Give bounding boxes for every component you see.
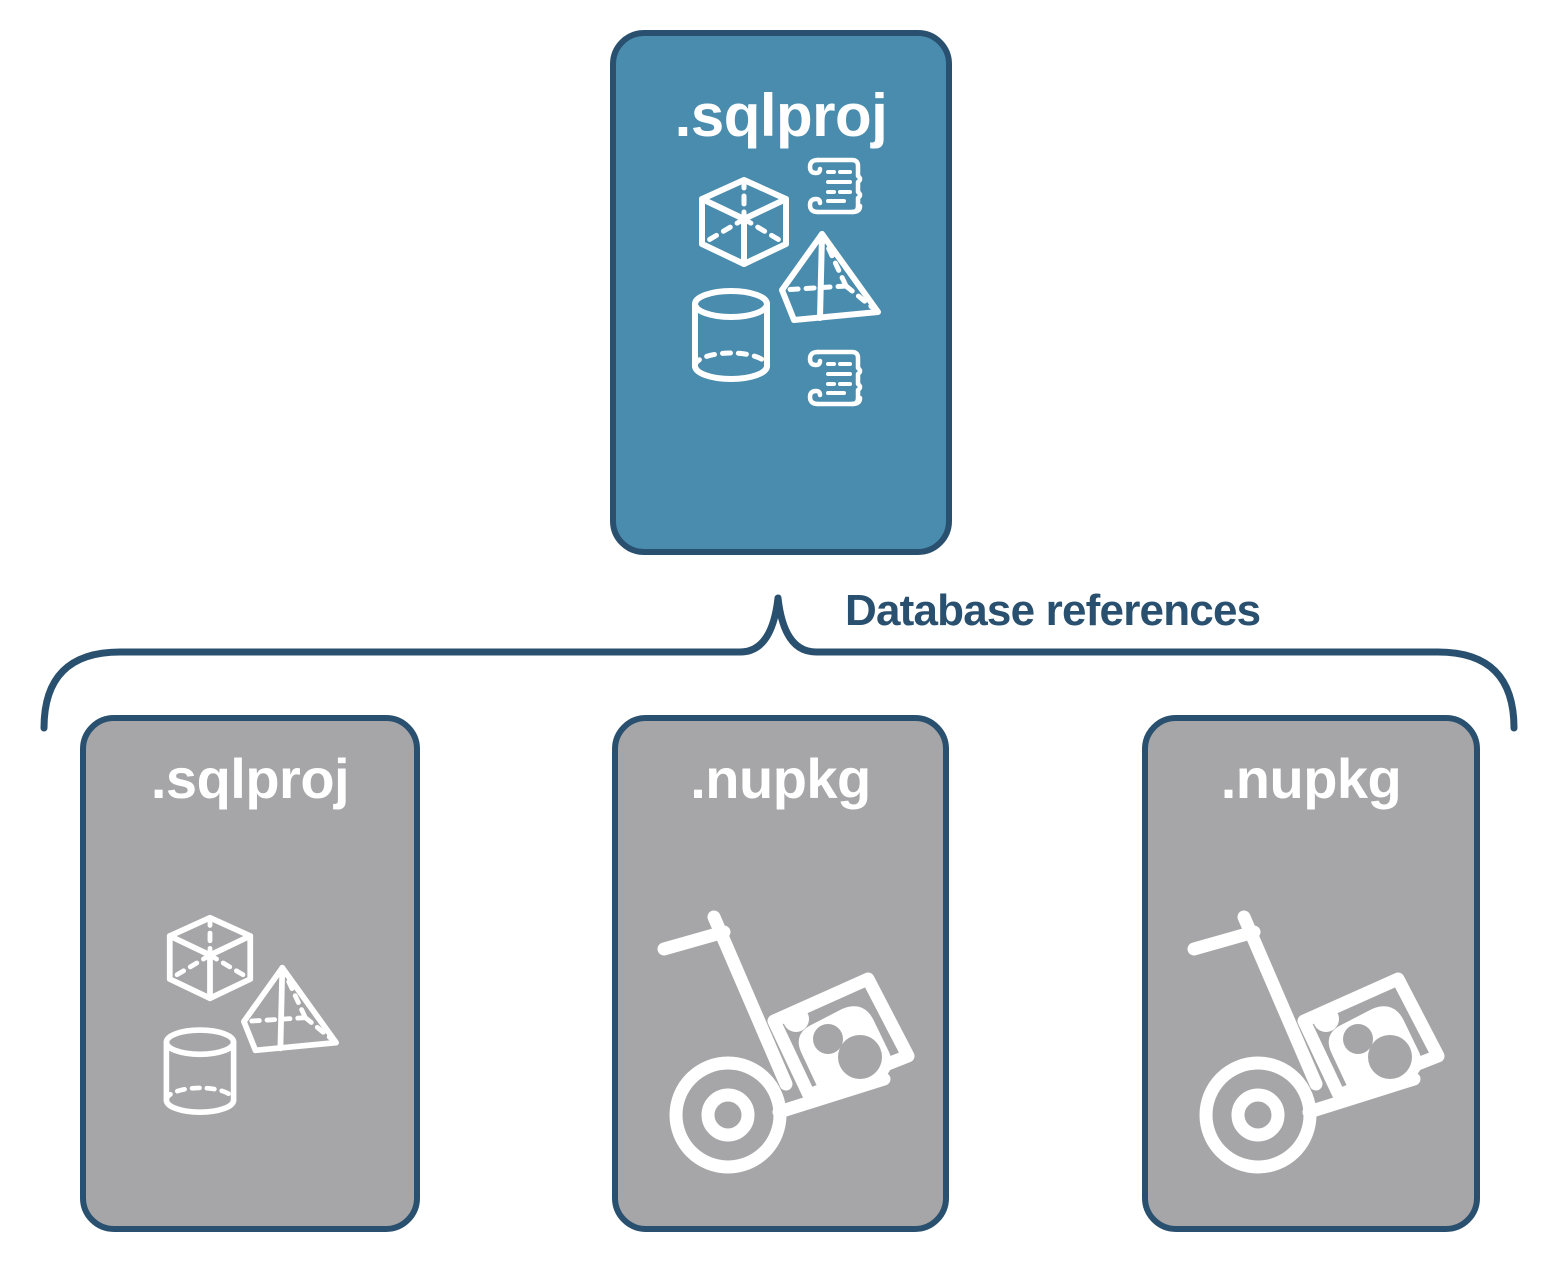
- node-reference-nupkg[interactable]: .nupkg: [1142, 715, 1480, 1232]
- node-root-icon-area: [616, 146, 946, 549]
- database-references-label: Database references: [845, 586, 1261, 635]
- node-reference-icon-area: [1148, 807, 1474, 1226]
- scroll-icon: [807, 157, 863, 215]
- cube-icon: [166, 914, 254, 1002]
- node-root-sqlproj[interactable]: .sqlproj: [610, 30, 952, 555]
- node-reference-label: .nupkg: [1220, 747, 1402, 810]
- pyramid-icon: [779, 231, 881, 323]
- hand-truck-package-icon: [657, 910, 915, 1174]
- node-reference-icon-area: [86, 807, 414, 1226]
- scroll-icon: [807, 349, 863, 407]
- node-root-label: .sqlproj: [674, 82, 888, 149]
- cube-icon: [699, 177, 789, 267]
- node-reference-label: .nupkg: [690, 747, 871, 810]
- pyramid-icon: [241, 964, 339, 1054]
- node-reference-icon-area: [618, 807, 943, 1226]
- cylinder-icon: [692, 288, 770, 382]
- node-reference-label: .sqlproj: [150, 747, 350, 810]
- node-reference-sqlproj[interactable]: .sqlproj: [80, 715, 420, 1232]
- hand-truck-package-icon: [1187, 910, 1445, 1174]
- cylinder-icon: [163, 1027, 237, 1115]
- node-reference-nupkg[interactable]: .nupkg: [612, 715, 949, 1232]
